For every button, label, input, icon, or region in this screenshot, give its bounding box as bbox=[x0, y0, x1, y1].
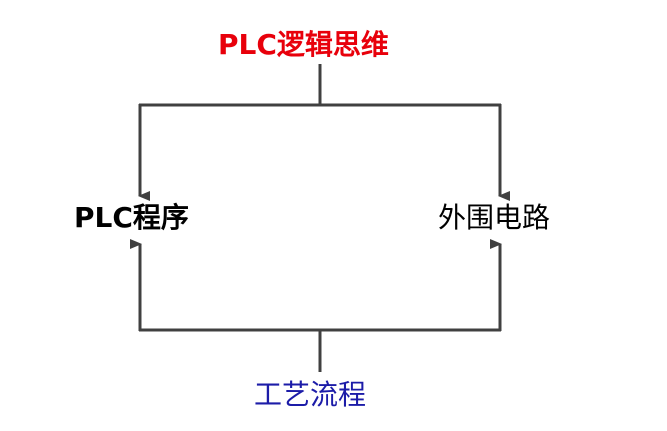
node-plc-logic: PLC逻辑思维 bbox=[218, 28, 389, 61]
node-process-flow: 工艺流程 bbox=[254, 378, 367, 411]
node-plc-program: PLC程序 bbox=[74, 201, 189, 234]
node-external-circuit: 外围电路 bbox=[438, 201, 551, 234]
